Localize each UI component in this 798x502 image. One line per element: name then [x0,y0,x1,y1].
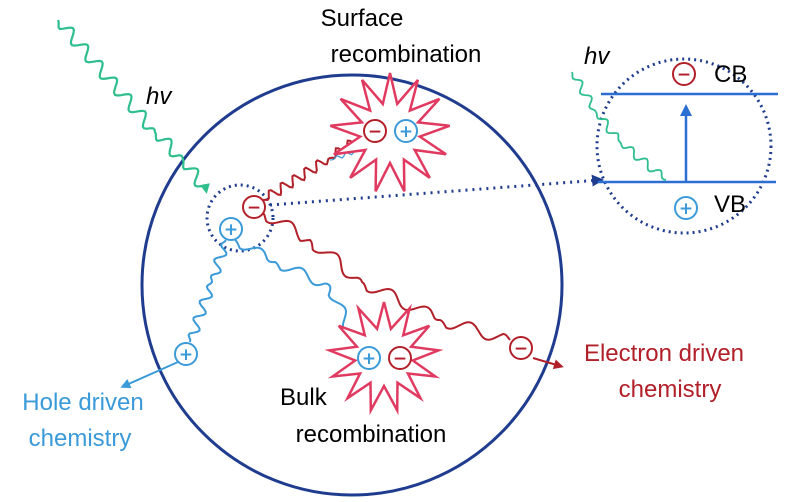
svg-text:−: − [368,122,382,142]
svg-text:−: − [514,339,528,359]
hole-chemistry-label: Hole driven [22,389,143,416]
hole-migrated: + [174,342,198,366]
bulk-recombination-label-2: recombination [296,421,447,448]
inset-electron: − [672,62,696,86]
svg-text:+: + [179,345,193,365]
hv-label-inset: hv [584,43,611,70]
svg-text:+: + [362,349,376,369]
surface-recombination-label-2: recombination [331,41,482,68]
electron-chemistry-label: Electron driven [584,340,744,367]
electron-path-long [261,211,511,341]
electron-out-arrow [532,357,564,370]
bulk-recombination-label: Bulk [280,384,328,411]
inset-circle [595,57,773,235]
band-diagram-inset: − + hv CB VB [571,43,778,235]
hole-path-bulk [234,239,361,350]
electron-surface-recomb: − [363,119,387,143]
inset-hole: + [674,196,698,220]
electron-chemistry-label-2: chemistry [619,376,722,403]
semiconductor-particle [140,73,564,497]
hv-label-main: hv [146,83,173,110]
surface-recombination-burst [329,72,451,192]
electron-bulk-recomb: − [388,346,412,370]
hole-chemistry-label-2: chemistry [29,425,132,452]
electron-at-site: − [242,195,266,219]
svg-text:+: + [399,122,413,142]
bulk-recombination-burst [324,301,444,416]
excitation-site [205,183,275,253]
electron-migrated: − [509,336,533,360]
hole-out-arrow [120,361,179,389]
incident-light-wave [56,19,210,194]
zoom-arrow [269,174,604,207]
cb-label: CB [714,61,747,88]
surface-recombination-label: Surface [321,5,404,32]
inset-light-wave [571,71,667,181]
hole-at-site: + [219,217,243,241]
svg-text:+: + [224,220,238,240]
hole-bulk-recomb: + [357,346,381,370]
vb-label: VB [714,191,746,218]
svg-text:+: + [679,199,693,219]
svg-text:−: − [393,349,407,369]
hole-surface-recomb: + [394,119,418,143]
svg-text:−: − [247,198,261,218]
hole-path-out [187,239,228,343]
svg-text:−: − [677,65,691,85]
